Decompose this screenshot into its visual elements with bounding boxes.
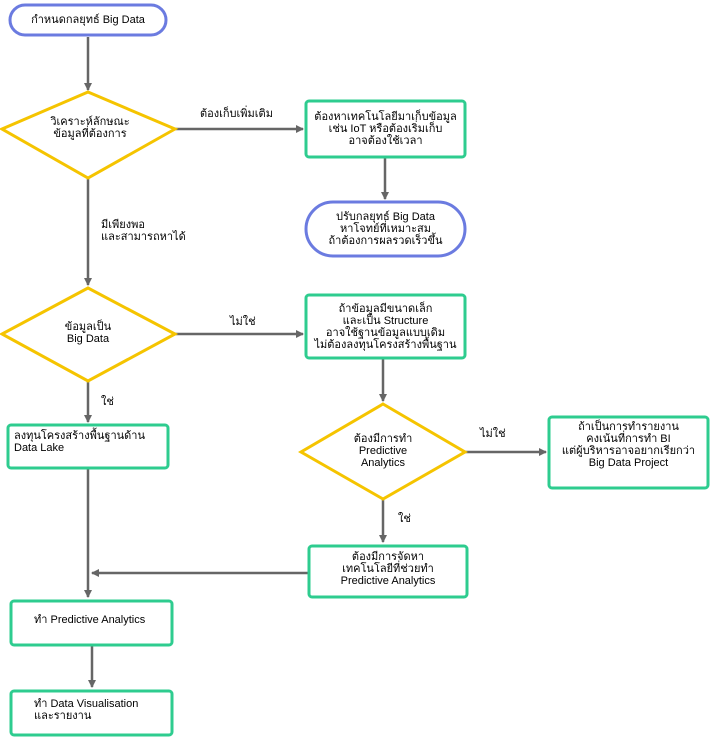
do-predictive-label: ทำ Predictive Analytics — [34, 614, 146, 626]
adjust-strategy-label: ปรับกลยุทธ์ Big Data หาโจทย์ที่เหมาะสม ถ… — [328, 211, 443, 247]
need-predictive-label: ต้องมีการทำ Predictive Analytics — [353, 433, 413, 469]
need-predictive-decision — [298, 402, 468, 501]
procure-tech-process — [307, 544, 469, 599]
adjust-strategy-terminator — [304, 200, 467, 258]
edge-label-yes-2: ใช่ — [398, 513, 411, 525]
invest-lake-label: ลงทุนโครงสร้างพื้นฐานด้าน Data Lake — [14, 430, 145, 454]
define-strategy-label: กำหนดกลยุทธ์ Big Data — [31, 14, 145, 26]
invest-lake-process — [6, 423, 170, 470]
is-big-data-decision — [0, 286, 179, 383]
procure-tech-label: ต้องมีการจัดหา เทคโนโลยีที่ช่วยทำ Predic… — [340, 551, 436, 587]
is-big-data-label: ข้อมูลเป็น Big Data — [64, 321, 112, 345]
find-tech-label: ต้องหาเทคโนโลยีมาเก็บข้อมูล เช่น IoT หรื… — [314, 111, 457, 147]
bi-report-process — [547, 415, 710, 490]
start-terminator — [8, 3, 168, 37]
edge-label-no-1: ไม่ใช่ — [230, 316, 256, 328]
bi-report-label: ถ้าเป็นการทำรายงาน คงเน้นที่การทำ BI แต่… — [561, 421, 696, 469]
do-visualisation-label: ทำ Data Visualisation และรายงาน — [34, 698, 139, 722]
edge-label-sufficient: มีเพียงพอ และสามารถหาได้ — [101, 219, 186, 243]
analyze-data-decision — [0, 90, 179, 180]
small-structured-process — [304, 293, 467, 360]
do-visualisation-process — [9, 689, 174, 737]
find-tech-process — [304, 99, 467, 159]
edge-label-need-more: ต้องเก็บเพิ่มเติม — [200, 108, 273, 120]
edge-label-no-2: ไม่ใช่ — [480, 428, 506, 440]
small-structured-label: ถ้าข้อมูลมีขนาดเล็ก และเป็น Structure อา… — [314, 302, 457, 351]
do-predictive-process — [9, 599, 174, 647]
edge-label-yes-1: ใช่ — [101, 396, 114, 408]
analyze-data-label: วิเคราะห์ลักษณะ ข้อมูลที่ต้องการ — [50, 116, 130, 140]
